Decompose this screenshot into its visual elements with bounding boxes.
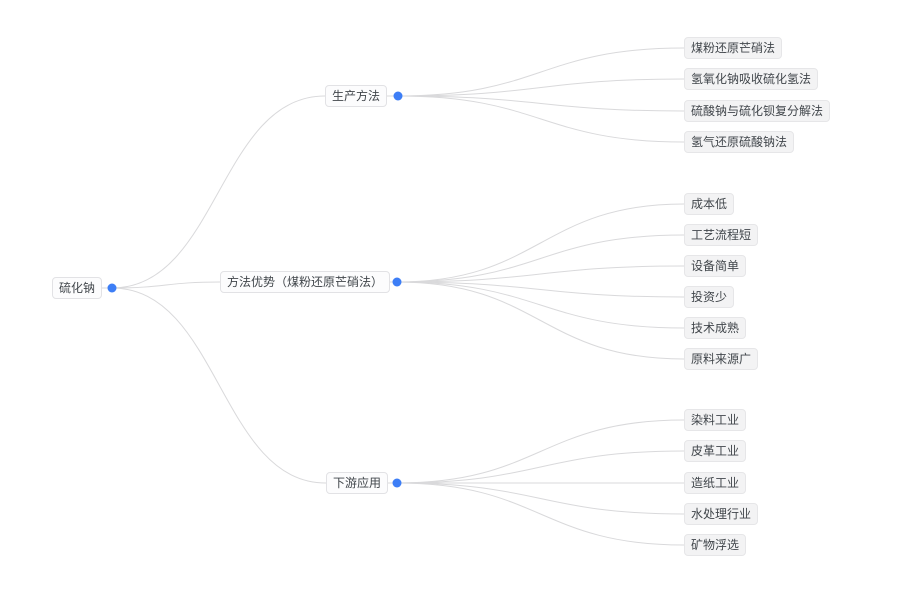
connector bbox=[396, 234, 685, 283]
leaf-node-sodium-sulfate-barium-sulfide-metathesis[interactable]: 硫酸钠与硫化钡复分解法 bbox=[684, 100, 831, 122]
connector bbox=[396, 482, 685, 515]
connector bbox=[397, 95, 685, 112]
leaf-node-dye-industry[interactable]: 染料工业 bbox=[684, 409, 747, 431]
connector bbox=[397, 95, 685, 143]
leaf-node-low-investment[interactable]: 投资少 bbox=[684, 286, 735, 308]
branch-production-methods-collapse-dot[interactable] bbox=[393, 91, 403, 101]
connector bbox=[111, 287, 327, 484]
branch-node-downstream-applications[interactable]: 下游应用 bbox=[326, 472, 389, 494]
connector bbox=[396, 482, 685, 546]
connector bbox=[397, 47, 685, 97]
root-node-sodium-sulfide[interactable]: 硫化钠 bbox=[52, 277, 103, 299]
leaf-node-low-cost[interactable]: 成本低 bbox=[684, 193, 735, 215]
leaf-node-simple-equipment[interactable]: 设备简单 bbox=[684, 255, 747, 277]
connector bbox=[396, 450, 685, 484]
branch-method-advantages-collapse-dot[interactable] bbox=[392, 277, 402, 287]
connector bbox=[396, 419, 685, 484]
leaf-node-water-treatment-industry[interactable]: 水处理行业 bbox=[684, 503, 759, 525]
root-collapse-dot[interactable] bbox=[107, 283, 117, 293]
connector bbox=[396, 281, 685, 360]
connector bbox=[397, 78, 685, 97]
leaf-node-coal-powder-mirabilite-reduction[interactable]: 煤粉还原芒硝法 bbox=[684, 37, 783, 59]
branch-downstream-applications-collapse-dot[interactable] bbox=[392, 478, 402, 488]
leaf-node-hydrogen-reduction-sodium-sulfate[interactable]: 氢气还原硫酸钠法 bbox=[684, 131, 795, 153]
leaf-node-paper-industry[interactable]: 造纸工业 bbox=[684, 472, 747, 494]
leaf-node-mineral-flotation[interactable]: 矿物浮选 bbox=[684, 534, 747, 556]
connector bbox=[396, 281, 685, 329]
connector bbox=[396, 203, 685, 283]
leaf-node-leather-industry[interactable]: 皮革工业 bbox=[684, 440, 747, 462]
connector bbox=[396, 265, 685, 283]
leaf-node-mature-technology[interactable]: 技术成熟 bbox=[684, 317, 747, 339]
branch-node-production-methods[interactable]: 生产方法 bbox=[325, 85, 388, 107]
connector bbox=[111, 281, 221, 289]
leaf-node-wide-raw-material-sources[interactable]: 原料来源广 bbox=[684, 348, 759, 370]
connector bbox=[111, 95, 326, 289]
connector bbox=[396, 281, 685, 298]
branch-node-method-advantages[interactable]: 方法优势（煤粉还原芒硝法） bbox=[220, 271, 391, 293]
leaf-node-naoh-h2s-absorption[interactable]: 氢氧化钠吸收硫化氢法 bbox=[684, 68, 819, 90]
leaf-node-short-process[interactable]: 工艺流程短 bbox=[684, 224, 759, 246]
